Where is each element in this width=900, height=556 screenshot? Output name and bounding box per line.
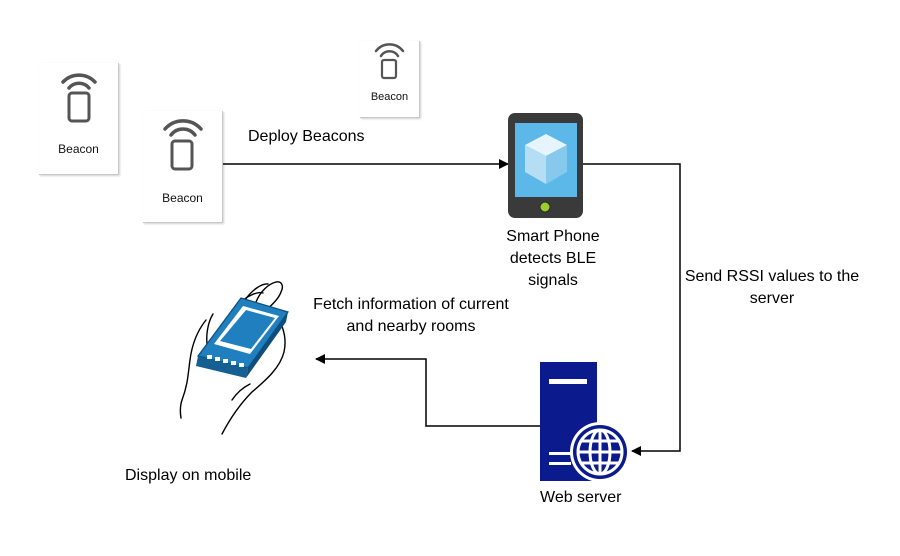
send-rssi-label: Send RSSI values to the server (684, 266, 860, 310)
beacon-icon (374, 43, 405, 80)
beacon-icon (61, 73, 97, 123)
beacon-label: Beacon (58, 142, 99, 156)
beacon-card-1: Beacon (39, 63, 119, 175)
smartphone-label-text: Smart Phone detects BLE signals (506, 228, 600, 289)
fetch-info-label-text: Fetch information of current and nearby … (313, 296, 509, 335)
send-rssi-arrow (582, 163, 681, 456)
smartphone-label: Smart Phone detects BLE signals (488, 226, 618, 292)
fetch-arrow (315, 354, 540, 427)
beacon-label: Beacon (162, 191, 203, 205)
send-rssi-label-text: Send RSSI values to the server (684, 268, 860, 307)
display-on-mobile-label: Display on mobile (125, 467, 252, 484)
deploy-beacons-label: Deploy Beacons (248, 128, 365, 145)
beacon-label: Beacon (370, 91, 409, 103)
beacon-card-3: Beacon (360, 41, 420, 118)
fetch-info-label: Fetch information of current and nearby … (300, 294, 522, 338)
beacon-icon (163, 119, 203, 171)
beacon-card-2: Beacon (143, 111, 223, 223)
web-server-label: Web server (540, 489, 622, 506)
